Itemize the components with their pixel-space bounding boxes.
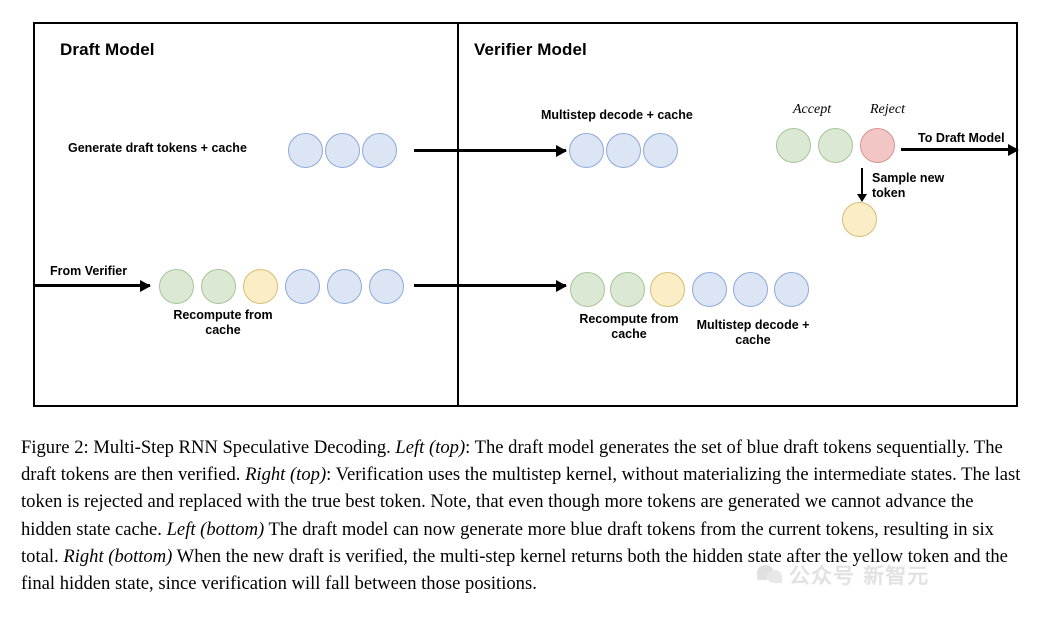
token-draft-top-2 — [325, 133, 360, 168]
token-verifier-bottom-4 — [692, 272, 727, 307]
generate-draft-tokens-label: Generate draft tokens + cache — [68, 141, 247, 155]
panel-divider — [457, 22, 459, 407]
token-verifier-top-2 — [606, 133, 641, 168]
token-sampled-new — [842, 202, 877, 237]
caption-segment: : Verification uses the multistep kernel… — [21, 464, 1021, 540]
token-verifier-bottom-1 — [570, 272, 605, 307]
token-draft-top-3 — [362, 133, 397, 168]
to-draft-model-label: To Draft Model — [918, 131, 1005, 145]
arrow-to-draft-model — [901, 148, 1018, 151]
token-draft-bottom-5 — [327, 269, 362, 304]
token-rejected-1 — [860, 128, 895, 163]
caption-segment: Left (top) — [395, 437, 466, 458]
arrow-from-verifier — [35, 284, 150, 287]
token-draft-bottom-3 — [243, 269, 278, 304]
token-verifier-bottom-6 — [774, 272, 809, 307]
arrow-draft-to-verifier-bottom — [414, 284, 566, 287]
token-draft-bottom-1 — [159, 269, 194, 304]
token-draft-top-1 — [288, 133, 323, 168]
caption-segment: Figure 2: — [21, 437, 94, 458]
verifier-model-panel-title: Verifier Model — [474, 40, 587, 59]
caption-segment: Multi-Step RNN Speculative Decoding. — [93, 437, 396, 458]
token-draft-bottom-6 — [369, 269, 404, 304]
sample-new-token-label: Sample new token — [872, 171, 945, 200]
draft-model-panel-title: Draft Model — [60, 40, 155, 59]
token-verifier-top-1 — [569, 133, 604, 168]
accept-label: Accept — [793, 102, 832, 117]
token-verifier-top-3 — [643, 133, 678, 168]
token-accepted-1 — [776, 128, 811, 163]
recompute-from-cache-left-label: Recompute from cache — [173, 308, 273, 337]
token-draft-bottom-2 — [201, 269, 236, 304]
caption-segment: Left (bottom) — [166, 518, 265, 540]
arrow-sample-new-token — [861, 168, 863, 195]
figure-caption: Figure 2: Multi-Step RNN Speculative Dec… — [21, 434, 1021, 597]
arrow-draft-to-verifier-top — [414, 149, 566, 152]
token-verifier-bottom-3 — [650, 272, 685, 307]
token-verifier-bottom-5 — [733, 272, 768, 307]
token-accepted-2 — [818, 128, 853, 163]
caption-segment: When the new draft is verified, the mult… — [21, 545, 1008, 595]
token-draft-bottom-4 — [285, 269, 320, 304]
token-verifier-bottom-2 — [610, 272, 645, 307]
recompute-from-cache-right-label: Recompute from cache — [579, 312, 679, 341]
from-verifier-label: From Verifier — [50, 264, 128, 278]
caption-segment: Right (top) — [245, 464, 327, 486]
caption-segment: Right (bottom) — [63, 545, 173, 567]
caption-segment: : The draft model generates the set of b… — [21, 437, 1003, 486]
reject-label: Reject — [870, 102, 905, 117]
multistep-decode-cache-bottom-label: Multistep decode + cache — [696, 318, 810, 347]
multistep-decode-cache-top-label: Multistep decode + cache — [541, 108, 693, 122]
caption-segment: The draft model can now generate more bl… — [21, 518, 994, 567]
